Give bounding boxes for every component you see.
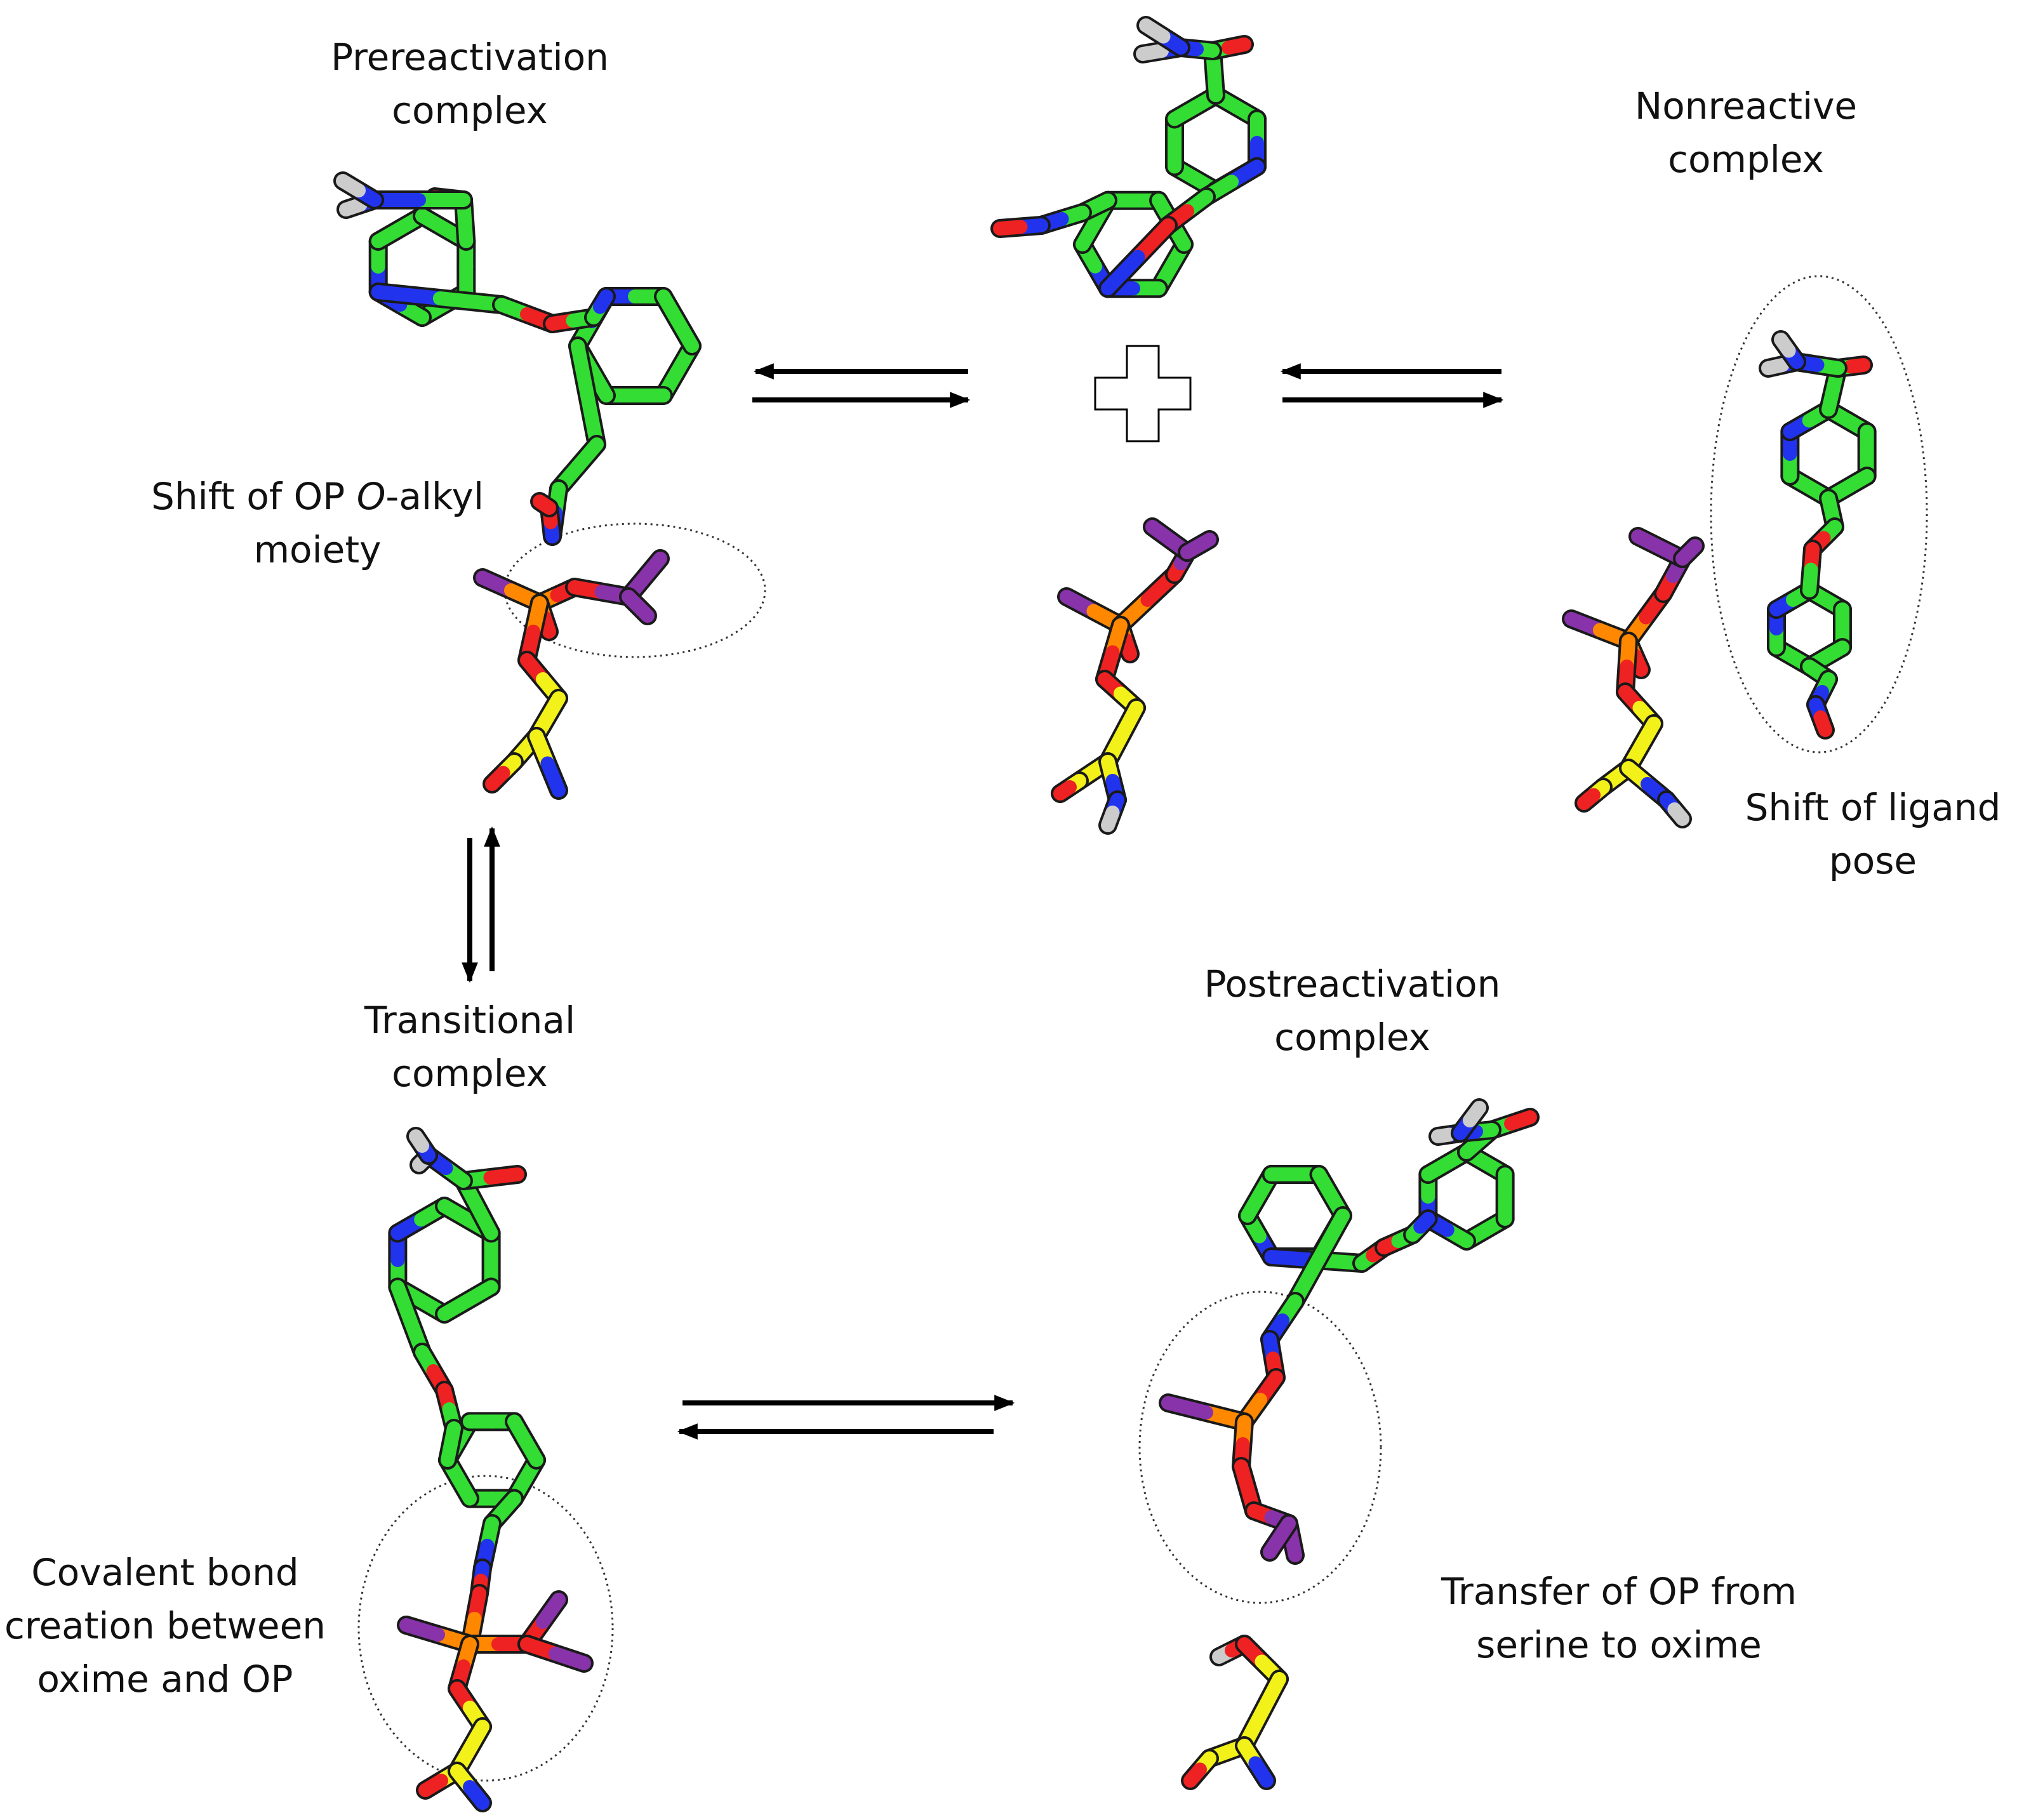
transitional-complex bbox=[388, 1127, 594, 1812]
equilibrium-arrows bbox=[462, 363, 1504, 1440]
covalent-bond-ellipse bbox=[357, 1475, 614, 1782]
shift-alkyl-label: Shift of OP O-alkyl moiety bbox=[151, 475, 484, 571]
postreactivation-complex bbox=[1159, 1098, 1540, 1565]
alkyl-shift-ellipse bbox=[503, 522, 766, 658]
center-ligand bbox=[990, 16, 1267, 298]
center-op-serine bbox=[1051, 517, 1219, 835]
plus-icon bbox=[1094, 345, 1192, 442]
ligand-shift-ellipse bbox=[1710, 275, 1928, 754]
op-transfer-ellipse bbox=[1138, 1291, 1382, 1604]
nonreactive-op-serine bbox=[1562, 527, 1705, 828]
molecules bbox=[333, 16, 1877, 1812]
highlight-ellipses bbox=[357, 275, 1928, 1782]
prereactivation-ligand bbox=[333, 171, 702, 546]
free-serine bbox=[1181, 1635, 1289, 1790]
prereactivation-op-serine bbox=[473, 549, 670, 800]
nonreactive-ligand bbox=[1759, 330, 1877, 740]
